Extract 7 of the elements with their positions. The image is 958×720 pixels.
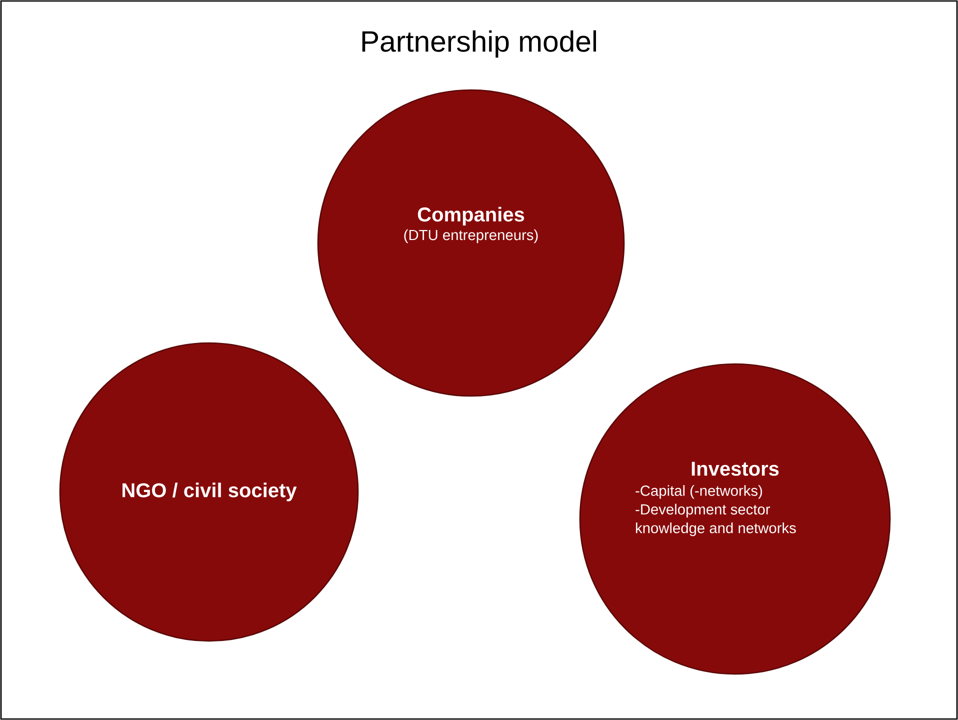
circle bbox=[579, 363, 891, 675]
title: Partnership model bbox=[362, 30, 596, 58]
circle-label: NGO / civil society bbox=[122, 482, 297, 502]
circle bbox=[59, 342, 359, 642]
circle bbox=[317, 89, 625, 397]
circle-label: Investors -Capital (-networks) -Development sector knowledge and networks bbox=[636, 462, 796, 536]
circle-label: Companies (DTU entrepreneurs) bbox=[404, 206, 538, 244]
